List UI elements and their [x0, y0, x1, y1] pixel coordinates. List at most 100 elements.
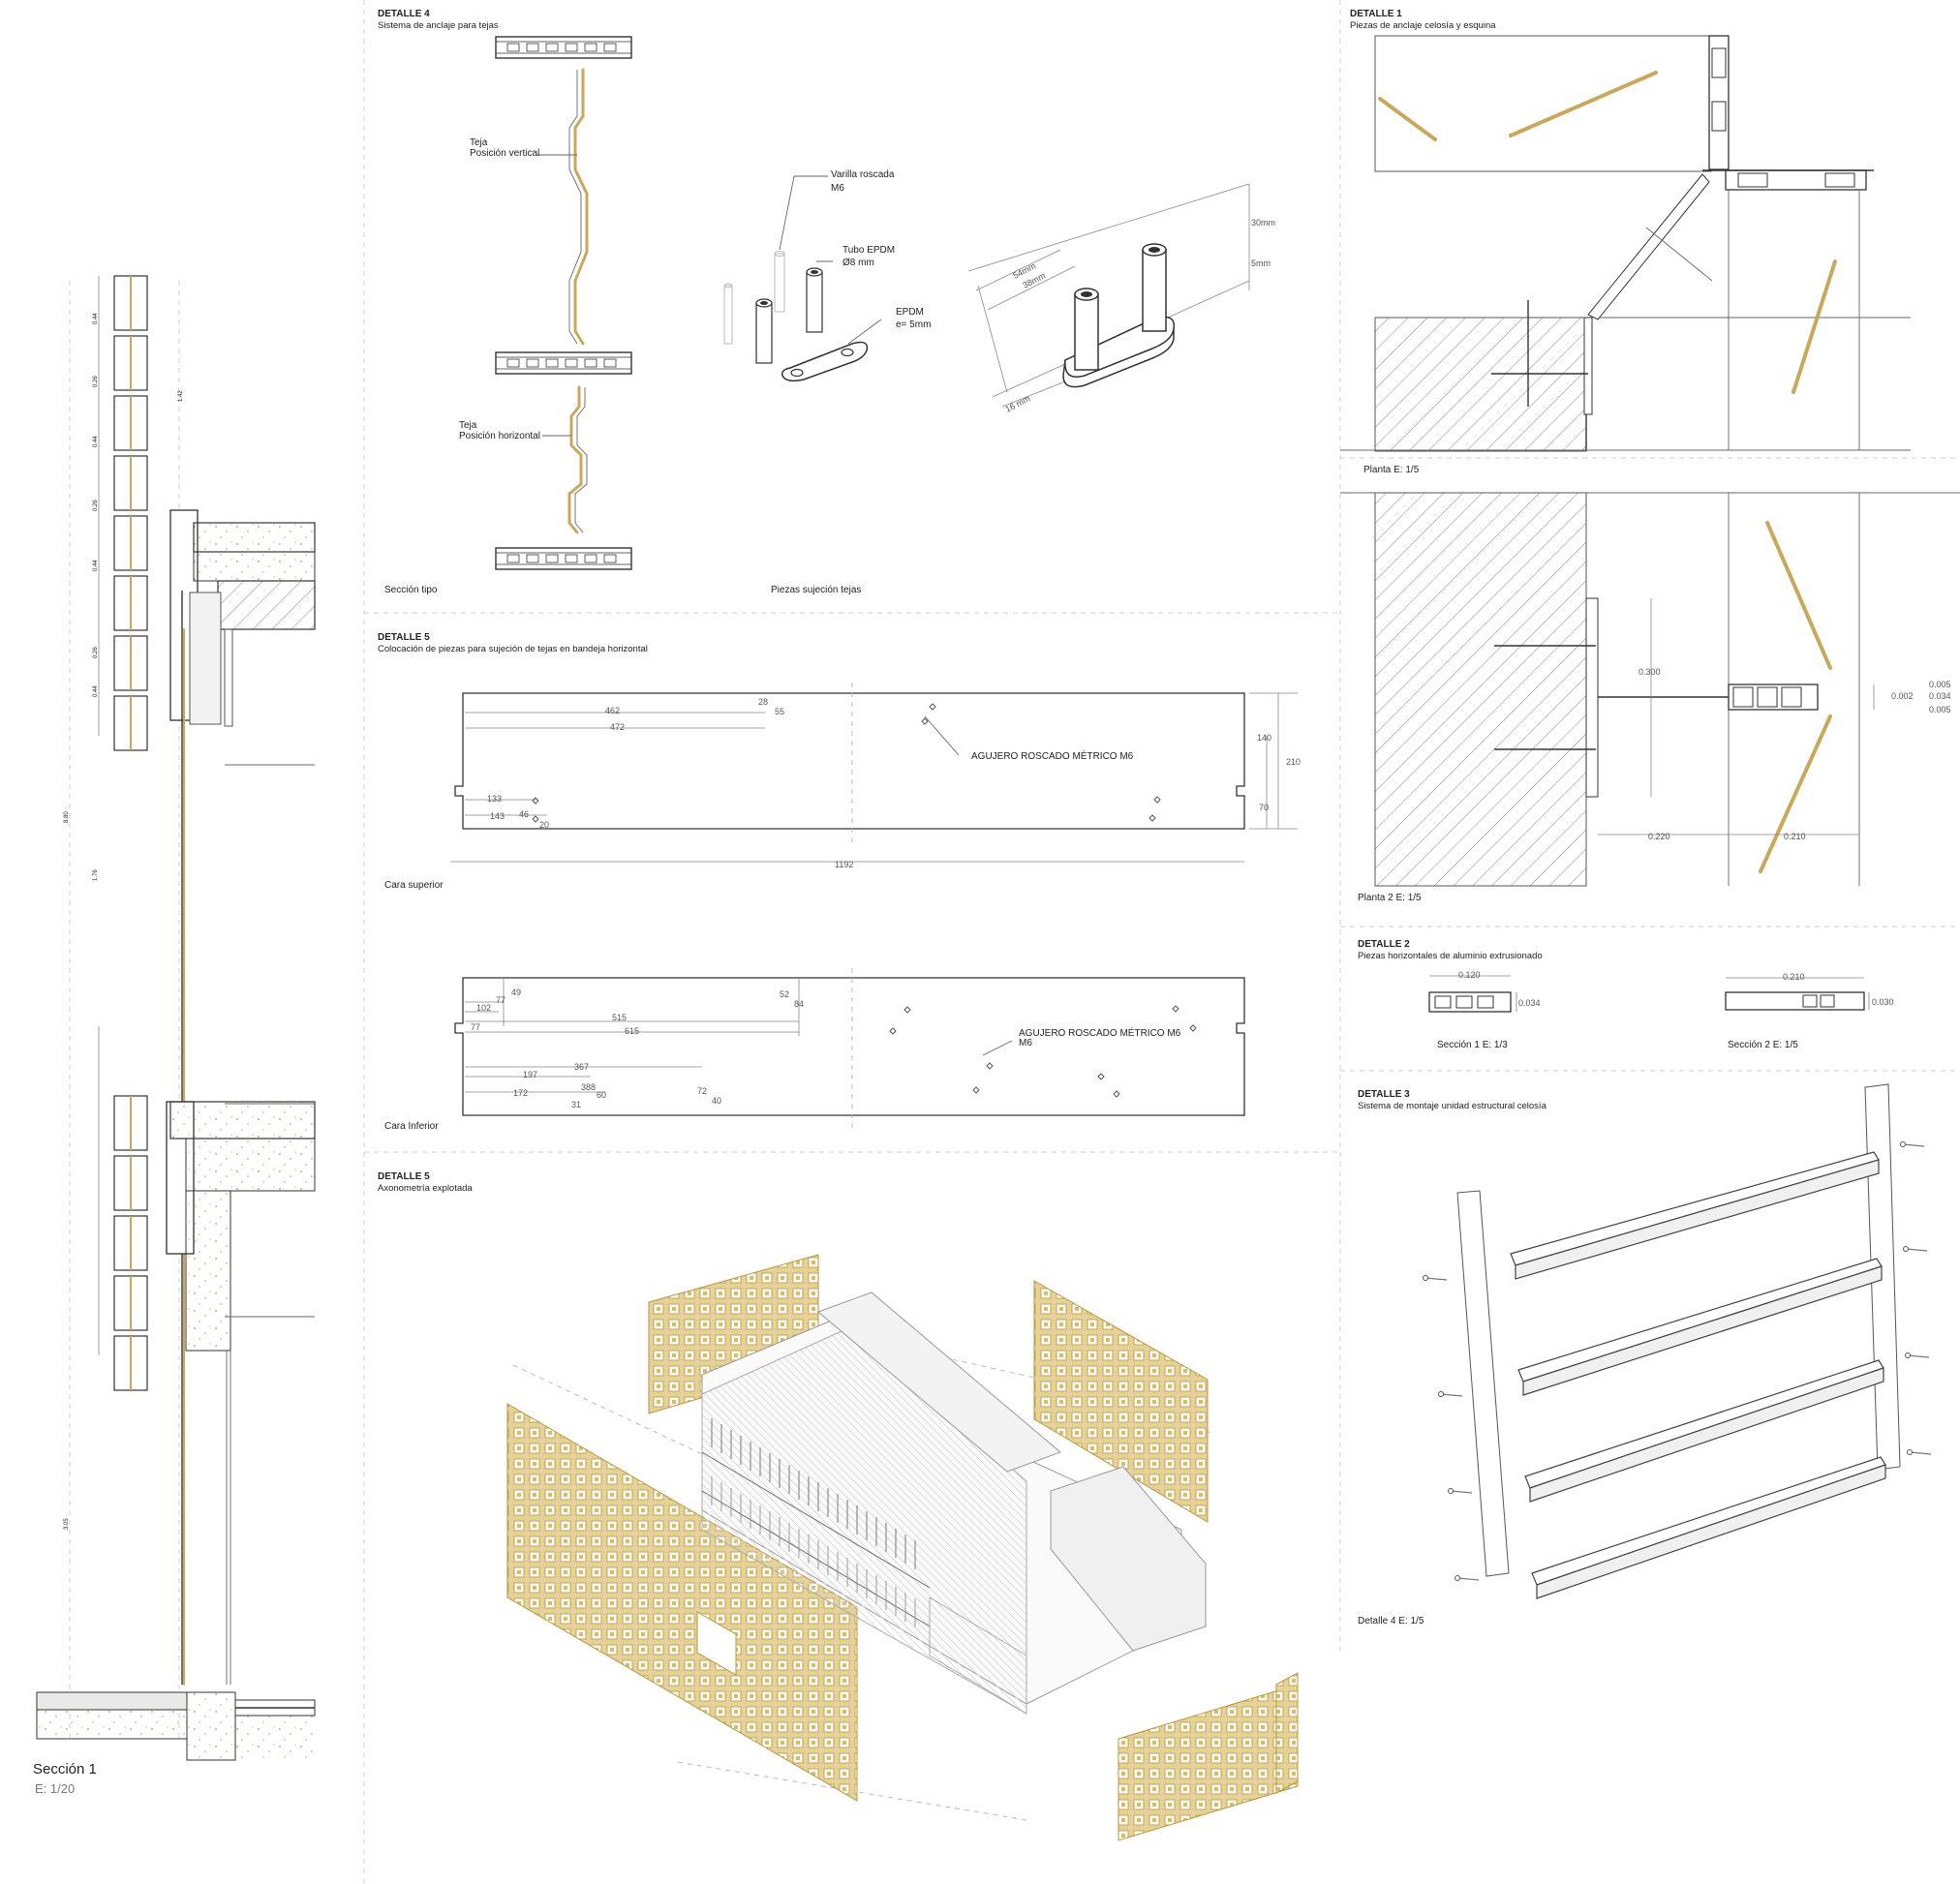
screw [1902, 1143, 1925, 1147]
d1-dim: 0.005 [1929, 705, 1951, 714]
bottom-dim: 40 [712, 1096, 721, 1106]
profile-cell [526, 43, 539, 52]
bottom-dim: 615 [625, 1026, 639, 1036]
screw [1907, 1354, 1930, 1358]
bottom-dim: 49 [511, 988, 521, 997]
detalle3-heading: DETALLE 3 [1358, 1089, 1410, 1100]
d1-dim: 0.005 [1929, 680, 1951, 689]
detalle5a-heading: DETALLE 5 [378, 632, 430, 643]
detalle2-heading: DETALLE 2 [1358, 939, 1410, 950]
top-dim: 70 [1259, 803, 1269, 812]
screw-head [1423, 1275, 1428, 1281]
hole-label-bottom-1: AGUJERO ROSCADO MÉTRICO M6 [1019, 1026, 1181, 1039]
bottom-dim: 77 [496, 995, 505, 1005]
exploded-axonometry [506, 1254, 1299, 1841]
profile-cell [603, 358, 617, 368]
aluminium-shelf [1524, 1359, 1884, 1489]
d1-dim: 0.300 [1638, 667, 1661, 677]
screw [1424, 1277, 1448, 1281]
top-dim: 46 [519, 809, 529, 819]
profile-cell [584, 554, 597, 563]
label-teja-vertical-2: Posición vertical [470, 148, 539, 159]
bottom-dim: 31 [571, 1100, 581, 1109]
threaded-hole [1153, 796, 1161, 804]
bottom-dim: 102 [476, 1003, 491, 1013]
label-teja-horizontal-1: Teja [459, 420, 477, 431]
section-dimension-labels: 0.44 0.26 0.44 0.26 0.44 0.26 0.44 1.42 … [64, 313, 184, 1530]
label-epdm-1: EPDM [896, 307, 924, 318]
detalle5b-heading: DETALLE 5 [378, 1171, 430, 1182]
screw-head [1438, 1391, 1444, 1397]
label-varilla-1: Varilla roscada [831, 169, 895, 180]
detalle2-subtitle: Piezas horizontales de aluminio extrusio… [1358, 951, 1543, 961]
bottom-dim: 367 [574, 1062, 589, 1072]
aluminium-shelf-face [1529, 1367, 1884, 1503]
tray-top-face [450, 683, 1298, 863]
section-dim: 1.42 [178, 390, 184, 402]
screw [1905, 1248, 1928, 1252]
top-dim: 133 [487, 794, 502, 804]
sec1-width: 0.120 [1458, 970, 1481, 980]
section-dim: 0.44 [93, 313, 99, 324]
fixing-pieces-drawing [723, 175, 882, 382]
detalle3-assembly [1423, 1083, 1932, 1599]
detalle1-subtitle: Piezas de anclaje celosía y esquina [1350, 20, 1496, 31]
detalle2-sections [1428, 975, 1870, 1013]
profile-cell [545, 358, 559, 368]
top-dim: 462 [605, 706, 620, 715]
bottom-dim: 84 [794, 999, 804, 1009]
top-dim: 472 [610, 722, 625, 732]
threaded-hole [929, 703, 936, 711]
detalle5b-subtitle: Axonometría explotada [378, 1183, 473, 1194]
profile-cell [603, 43, 617, 52]
bottom-dim: 515 [612, 1013, 627, 1022]
caption-seccion-tipo: Sección tipo [384, 585, 438, 595]
detalle5a-subtitle: Colocación de piezas para sujeción de te… [378, 644, 648, 654]
bottom-dim: 388 [581, 1082, 596, 1092]
detalle4-subtitle: Sistema de anclaje para tejas [378, 20, 499, 31]
section-1-scale: E: 1/20 [35, 1781, 75, 1796]
aluminium-shelf-face [1522, 1265, 1883, 1396]
threaded-hole [532, 797, 539, 805]
bottom-dim: 60 [597, 1090, 606, 1100]
aluminium-profile [495, 36, 632, 59]
section-dim: 3.05 [64, 1518, 70, 1530]
profile-cell [526, 554, 539, 563]
threaded-hole [986, 1062, 994, 1070]
screw [1440, 1393, 1463, 1397]
screw-head [1903, 1246, 1909, 1252]
profile-cell [565, 43, 578, 52]
threaded-hole [1113, 1090, 1120, 1098]
screw [1450, 1490, 1473, 1494]
label-tubo-2: Ø8 mm [842, 258, 874, 268]
label-epdm-2: e= 5mm [896, 319, 931, 330]
caption-piezas-sujecion: Piezas sujeción tejas [771, 585, 861, 595]
profile-cell [506, 43, 520, 52]
top-dim: 210 [1286, 757, 1301, 767]
screw-head [1448, 1488, 1454, 1494]
section-dim: 0.26 [93, 647, 99, 658]
detalle3-caption: Detalle 4 E: 1/5 [1358, 1616, 1424, 1626]
plan2-caption: Planta 2 E: 1/5 [1358, 893, 1422, 903]
top-dim: 143 [490, 811, 505, 821]
threaded-hole [1172, 1005, 1179, 1013]
fixing-axonometric [967, 183, 1250, 408]
profile-cell [506, 358, 520, 368]
hole-label-top: AGUJERO ROSCADO MÉTRICO M6 [971, 749, 1134, 762]
profile-cell [584, 358, 597, 368]
threaded-hole [1148, 814, 1156, 822]
caption-cara-inferior: Cara Inferior [384, 1121, 439, 1132]
bottom-dim: 172 [513, 1088, 528, 1098]
screw-head [1900, 1141, 1906, 1147]
detalle1-heading: DETALLE 1 [1350, 9, 1402, 19]
detalle4-heading: DETALLE 4 [378, 9, 430, 19]
plan1-caption: Planta E: 1/5 [1363, 465, 1420, 475]
screw [1909, 1451, 1932, 1455]
tray-bottom-face [454, 968, 1245, 1128]
section-dim: 0.44 [93, 436, 99, 447]
sec2-height: 0.030 [1872, 997, 1894, 1007]
dim-16mm: 16 mm [1003, 393, 1031, 413]
label-teja-vertical-1: Teja [470, 137, 488, 148]
top-dim: 20 [539, 820, 549, 830]
profile-cell [506, 554, 520, 563]
